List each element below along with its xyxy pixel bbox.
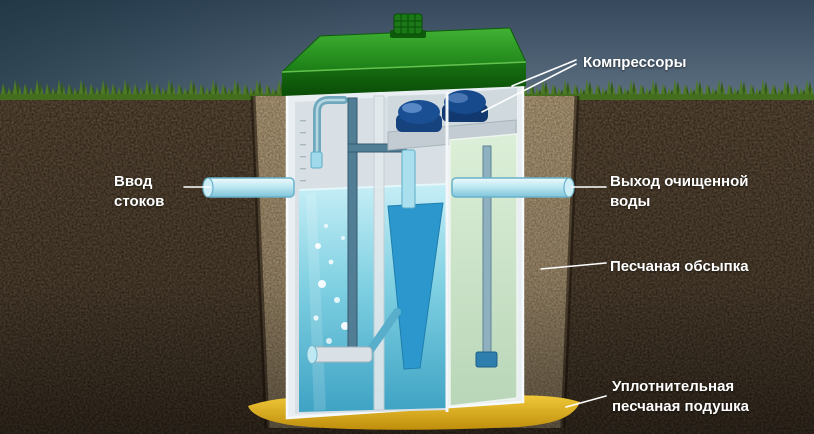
inlet-pipe: [202, 177, 295, 198]
drain-pump-box: [475, 351, 498, 368]
vent-cap: [390, 13, 426, 38]
leader-lines: [183, 59, 607, 408]
inlet-loop-pipe-highlight: [315, 98, 346, 154]
compressor-front: [396, 100, 442, 132]
tank-lid: [280, 13, 527, 96]
recirculation-pipe: [365, 308, 401, 356]
air-main-pipe: [347, 97, 358, 361]
air-bubbles: [313, 223, 352, 344]
compressors-leader-2: [481, 63, 577, 113]
lid-front: [282, 62, 526, 96]
divider-wall: [373, 95, 385, 411]
backfill-leader: [540, 262, 607, 270]
water-surface: [298, 183, 448, 191]
bottom-pipe-cap: [306, 345, 318, 364]
cushion-leader: [565, 395, 607, 408]
drop-nozzle: [310, 151, 323, 169]
bottom-pipe: [309, 346, 373, 363]
airlift-riser: [401, 149, 416, 209]
compressors-leader-1: [511, 59, 577, 87]
septic-tank: [202, 13, 575, 420]
lid-edge-highlight: [281, 61, 527, 73]
outlet-pipe: [451, 177, 575, 198]
compressor-rear: [442, 90, 488, 122]
